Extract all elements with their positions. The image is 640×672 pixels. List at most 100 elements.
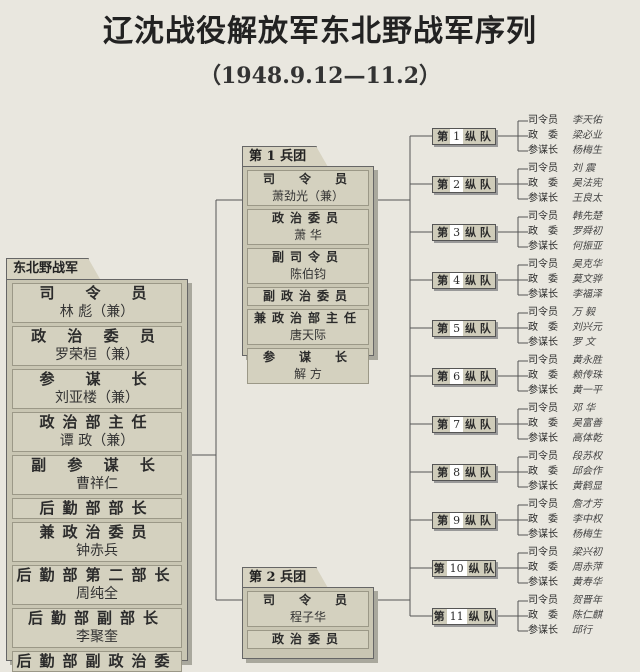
officer-role: 政 委 [528, 226, 558, 237]
column-5-officer: 参谋长罗 文 [528, 336, 638, 350]
officer-role: 政 委 [528, 370, 558, 381]
column-number: 11 [446, 609, 467, 624]
column-suffix: 纵 队 [465, 178, 491, 191]
column-suffix: 纵 队 [465, 274, 491, 287]
officer-name: 赖传珠 [572, 370, 602, 381]
column-7-officer: 政 委 吴富善 [528, 417, 638, 431]
officer-name: 高体乾 [572, 433, 602, 444]
officer-name: 萧劲光（兼） [271, 189, 344, 203]
column-prefix: 第 [437, 226, 449, 239]
officer-role: 政 治 委 员 [31, 327, 163, 345]
officer-role: 后勤部副政治委 [16, 652, 178, 670]
column-11-officer: 政 委陈仁麒 [528, 609, 638, 623]
column-number: 2 [450, 177, 464, 192]
army-group-1-box: 司 令 员萧劲光（兼）政治委员萧 华副司令员陈伯钧副政治委员兼政治部主任唐天际参… [242, 166, 374, 384]
army-group-1-officer: 兼政治部主任唐天际 [247, 309, 369, 345]
officer-role: 政 委 [528, 322, 558, 333]
officer-role: 副政治委员 [262, 289, 353, 303]
officer-role: 参 谋 长 [262, 350, 353, 364]
officer-name: 罗 文 [572, 337, 596, 348]
officer-name: 贺晋年 [572, 595, 602, 606]
column-9-officer: 参谋长杨梅生 [528, 528, 638, 542]
column-suffix: 纵 队 [468, 610, 495, 623]
officer-name: 曹祥仁 [76, 476, 118, 492]
officer-name: 吴克华 [572, 259, 602, 270]
officer-name: 何振亚 [572, 241, 602, 252]
officer-name: 邓 华 [572, 403, 596, 414]
officer-name: 罗舜初 [572, 226, 602, 237]
column-8-officer: 司令员段苏权 [528, 450, 638, 464]
officer-role: 司令员 [528, 547, 558, 558]
column-prefix: 第 [437, 274, 449, 287]
army-group-2-officer: 司 令 员程子华 [247, 591, 369, 627]
connector-lines [186, 120, 528, 632]
northeast-army-officer: 后勤部副部长李聚奎 [12, 608, 182, 648]
column-5-officer: 司令员 万 毅 [528, 306, 638, 320]
army-group-1-officer: 参 谋 长解 方 [247, 348, 369, 384]
officer-name: 黄一平 [572, 385, 602, 396]
officer-name: 李福泽 [572, 289, 602, 300]
column-11-officer: 参谋长邱行 [528, 624, 638, 638]
column-prefix: 第 [437, 130, 449, 143]
officer-role: 司令员 [528, 403, 558, 414]
column-suffix: 纵 队 [465, 370, 491, 383]
column-7-officer: 司令员 邓 华 [528, 402, 638, 416]
officer-name: 梁必业 [572, 130, 602, 141]
column-prefix: 第 [437, 322, 449, 335]
officer-role: 政 委 [528, 418, 558, 429]
officer-role: 司令员 [528, 451, 558, 462]
officer-role: 司令员 [528, 307, 558, 318]
officer-role: 政治委员 [271, 211, 344, 225]
column-2-officer: 政 委吴法宪 [528, 177, 638, 191]
officer-role: 政 委 [528, 274, 558, 285]
column-number: 7 [450, 417, 464, 432]
officer-role: 政治委员 [271, 632, 344, 646]
officer-name: 陈伯钧 [289, 267, 326, 281]
officer-role: 司令员 [528, 595, 558, 606]
officer-role: 参谋长 [528, 529, 558, 540]
column-3-officer: 参谋长何振亚 [528, 240, 638, 254]
column-number: 10 [446, 561, 467, 576]
column-2-officer: 司令员刘 震 [528, 162, 638, 176]
officer-role: 后勤部第二部长 [16, 566, 178, 584]
officer-role: 政治部主任 [39, 413, 155, 431]
column-4-officer: 司令员吴克华 [528, 258, 638, 272]
army-group-2-tab: 第 2 兵团 [242, 567, 329, 588]
officer-role: 司 令 员 [39, 284, 155, 302]
column-prefix: 第 [433, 562, 445, 575]
northeast-army-officer: 副 参 谋 长曹祥仁 [12, 455, 182, 495]
officer-name: 邱会作 [572, 466, 602, 477]
column-6-officer: 参谋长黄一平 [528, 384, 638, 398]
northeast-army-tab: 东北野战军 [6, 258, 101, 279]
officer-name: 吴富善 [572, 418, 602, 429]
officer-role: 司令员 [528, 115, 558, 126]
officer-name: 李天佑 [572, 115, 602, 126]
officer-name: 万 毅 [572, 307, 596, 318]
column-8-officer: 政 委邱会作 [528, 465, 638, 479]
column-1-officer: 参谋长杨梅生 [528, 144, 638, 158]
officer-name: 王良太 [572, 193, 602, 204]
officer-name: 李中权 [572, 514, 602, 525]
officer-role: 后勤部部长 [39, 499, 155, 517]
column-10-officer: 参谋长黄寿华 [528, 576, 638, 590]
officer-name: 梁兴初 [572, 547, 602, 558]
officer-role: 司令员 [528, 211, 558, 222]
officer-role: 政 委 [528, 562, 558, 573]
page-subtitle: （1948.9.12—11.2） [198, 63, 442, 89]
officer-role: 司令员 [528, 163, 558, 174]
northeast-army-officer: 后勤部副政治委 [12, 651, 182, 672]
officer-role: 司 令 员 [262, 593, 353, 607]
army-group-1-officer: 副政治委员 [247, 287, 369, 306]
column-number: 3 [450, 225, 464, 240]
officer-role: 司令员 [528, 355, 558, 366]
northeast-army-officer: 兼政治委员钟赤兵 [12, 522, 182, 562]
column-5-officer: 政 委刘兴元 [528, 321, 638, 335]
northeast-army-officer: 政治部主任谭 政（兼） [12, 412, 182, 452]
officer-role: 副司令员 [271, 250, 344, 264]
column-10-officer: 司令员 梁兴初 [528, 546, 638, 560]
officer-name: 黄永胜 [572, 355, 602, 366]
